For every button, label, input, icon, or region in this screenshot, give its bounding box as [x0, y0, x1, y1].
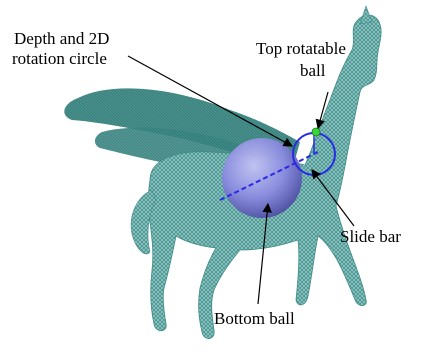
bottom-ball: [222, 138, 302, 218]
label-bottom-ball: Bottom ball: [214, 309, 295, 328]
label-depth-circle-2: rotation circle: [12, 49, 107, 68]
top-rotatable-ball: [312, 128, 320, 136]
label-top-ball-1: Top rotatable: [256, 39, 346, 58]
label-top-ball-2: ball: [300, 61, 326, 80]
label-depth-circle-1: Depth and 2D: [14, 29, 109, 48]
label-slide-bar: Slide bar: [340, 227, 401, 246]
